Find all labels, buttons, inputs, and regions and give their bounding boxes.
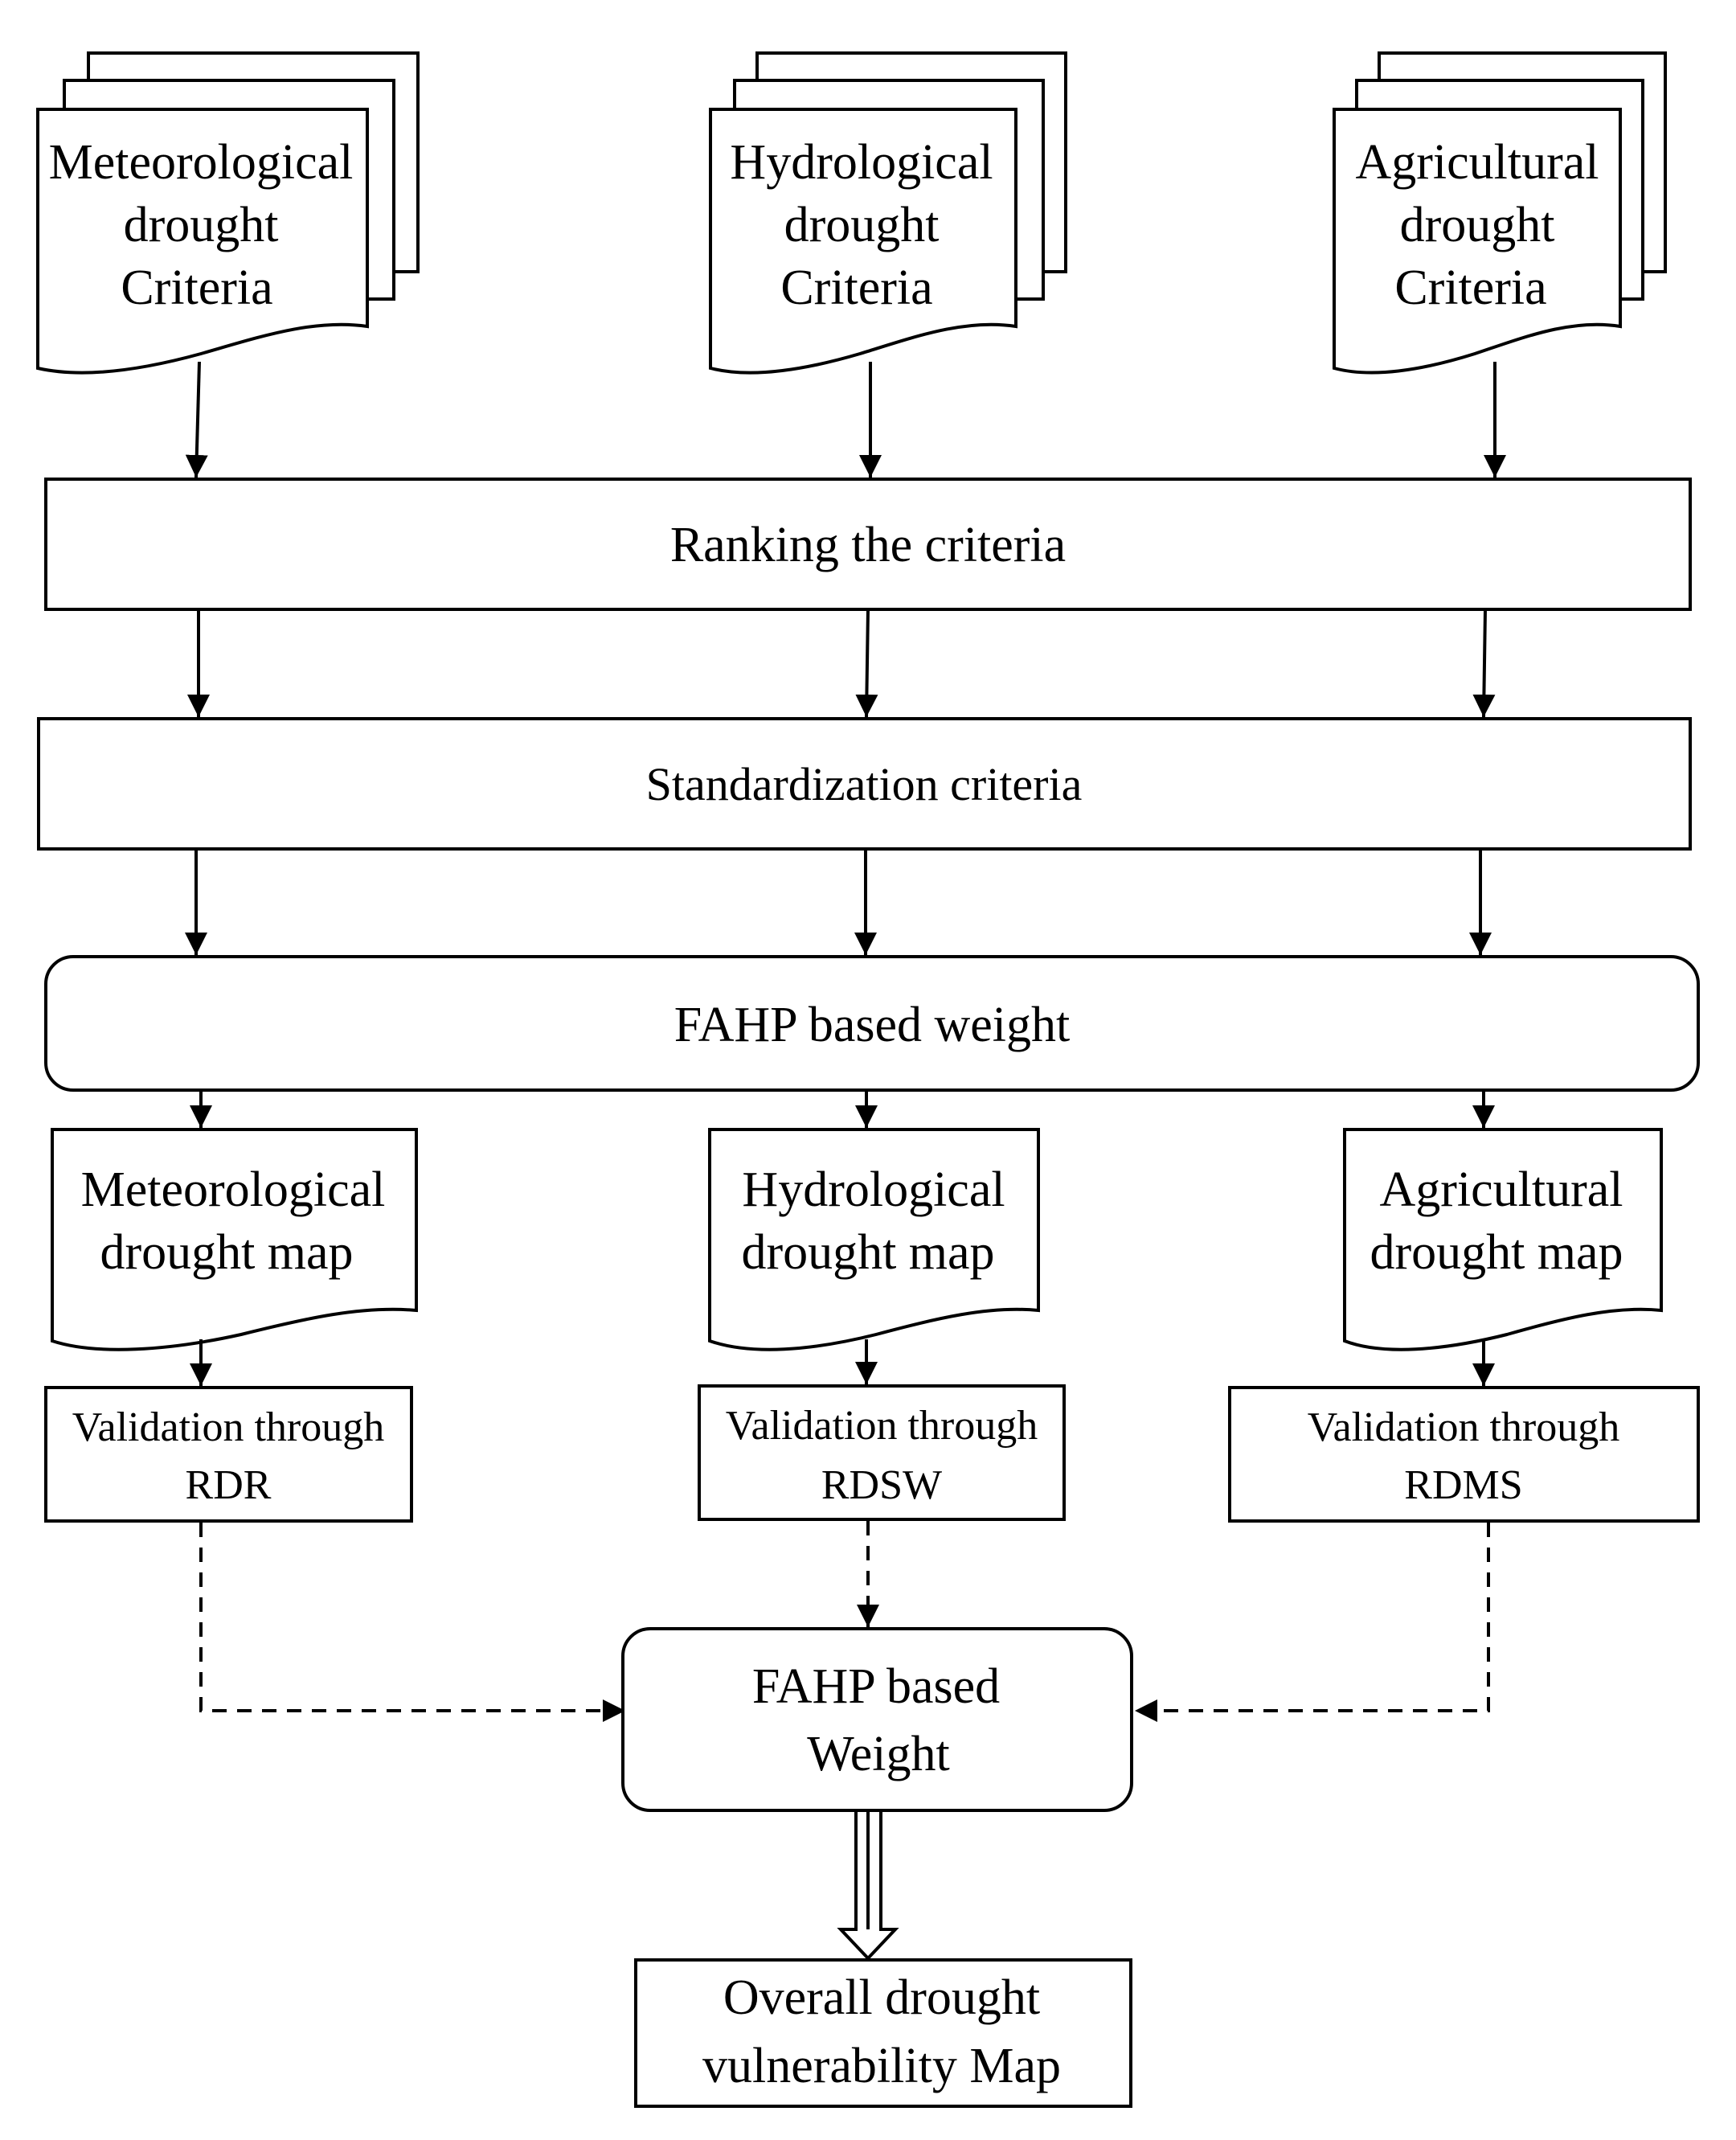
validation-rdr-box: Validation through RDR bbox=[44, 1386, 413, 1523]
meteorological-criteria-line1: Meteorological bbox=[49, 135, 354, 190]
hydrological-map-line2: drought map bbox=[741, 1225, 994, 1280]
dashed-arrow-rdms-to-final-weight bbox=[1135, 1523, 1490, 1722]
ranking-criteria-label: Ranking the criteria bbox=[670, 518, 1066, 572]
standardization-criteria-box: Standardization criteria bbox=[37, 717, 1692, 851]
meteorological-map-line1: Meteorological bbox=[81, 1162, 386, 1217]
final-weight-line2: Weight bbox=[807, 1727, 950, 1781]
meteorological-drought-map-document: Meteorological drought map bbox=[51, 1128, 418, 1351]
meteorological-criteria-line3: Criteria bbox=[121, 260, 272, 315]
arrow-ranking-to-standardization-right bbox=[1472, 609, 1496, 718]
validation-rdms-line1: Validation through bbox=[1308, 1404, 1620, 1450]
agricultural-map-line1: Agricultural bbox=[1379, 1162, 1623, 1217]
dashed-arrow-rdr-to-final-weight bbox=[199, 1523, 625, 1722]
overall-drought-vulnerability-map-box: Overall drought vulnerability Map bbox=[634, 1958, 1132, 2108]
fahp-based-weight-box: FAHP based weight bbox=[44, 955, 1700, 1092]
hydrological-criteria-line3: Criteria bbox=[780, 260, 932, 315]
final-weight-line1: FAHP based bbox=[752, 1659, 1000, 1714]
hydrological-drought-map-document: Hydrological drought map bbox=[708, 1128, 1040, 1351]
agricultural-criteria-line1: Agricultural bbox=[1355, 135, 1599, 190]
agricultural-criteria-line2: drought bbox=[1400, 198, 1555, 252]
arrow-ranking-to-standardization-center bbox=[855, 609, 878, 718]
validation-rdsw-box: Validation through RDSW bbox=[698, 1384, 1066, 1521]
validation-rdr-line1: Validation through bbox=[72, 1404, 385, 1450]
validation-rdsw-line1: Validation through bbox=[726, 1403, 1038, 1449]
validation-rdr-line2: RDR bbox=[186, 1462, 272, 1508]
validation-rdms-line2: RDMS bbox=[1404, 1462, 1522, 1508]
hydrological-criteria-document: Hydrological drought Criteria bbox=[709, 51, 1067, 375]
hydrological-criteria-line1: Hydrological bbox=[730, 135, 993, 190]
validation-rdsw-line2: RDSW bbox=[821, 1462, 942, 1508]
standardization-criteria-label: Standardization criteria bbox=[646, 758, 1083, 810]
agricultural-drought-map-document: Agricultural drought map bbox=[1343, 1128, 1663, 1351]
arrow-met-criteria-to-ranking bbox=[185, 361, 208, 478]
agricultural-criteria-document: Agricultural drought Criteria bbox=[1333, 51, 1667, 375]
meteorological-criteria-document: Meteorological drought Criteria bbox=[36, 51, 420, 375]
meteorological-criteria-line2: drought bbox=[124, 198, 279, 252]
final-fahp-weight-box: FAHP based Weight bbox=[621, 1627, 1133, 1812]
agricultural-map-line2: drought map bbox=[1370, 1225, 1623, 1280]
validation-rdms-box: Validation through RDMS bbox=[1228, 1386, 1700, 1523]
agricultural-criteria-line3: Criteria bbox=[1394, 260, 1546, 315]
hydrological-map-line1: Hydrological bbox=[742, 1162, 1005, 1217]
output-line2: vulnerability Map bbox=[702, 2039, 1061, 2093]
hydrological-criteria-line2: drought bbox=[784, 198, 940, 252]
meteorological-map-line2: drought map bbox=[100, 1225, 353, 1280]
ranking-criteria-box: Ranking the criteria bbox=[44, 478, 1692, 611]
fahp-based-weight-label: FAHP based weight bbox=[674, 998, 1071, 1052]
output-line1: Overall drought bbox=[723, 1970, 1040, 2025]
